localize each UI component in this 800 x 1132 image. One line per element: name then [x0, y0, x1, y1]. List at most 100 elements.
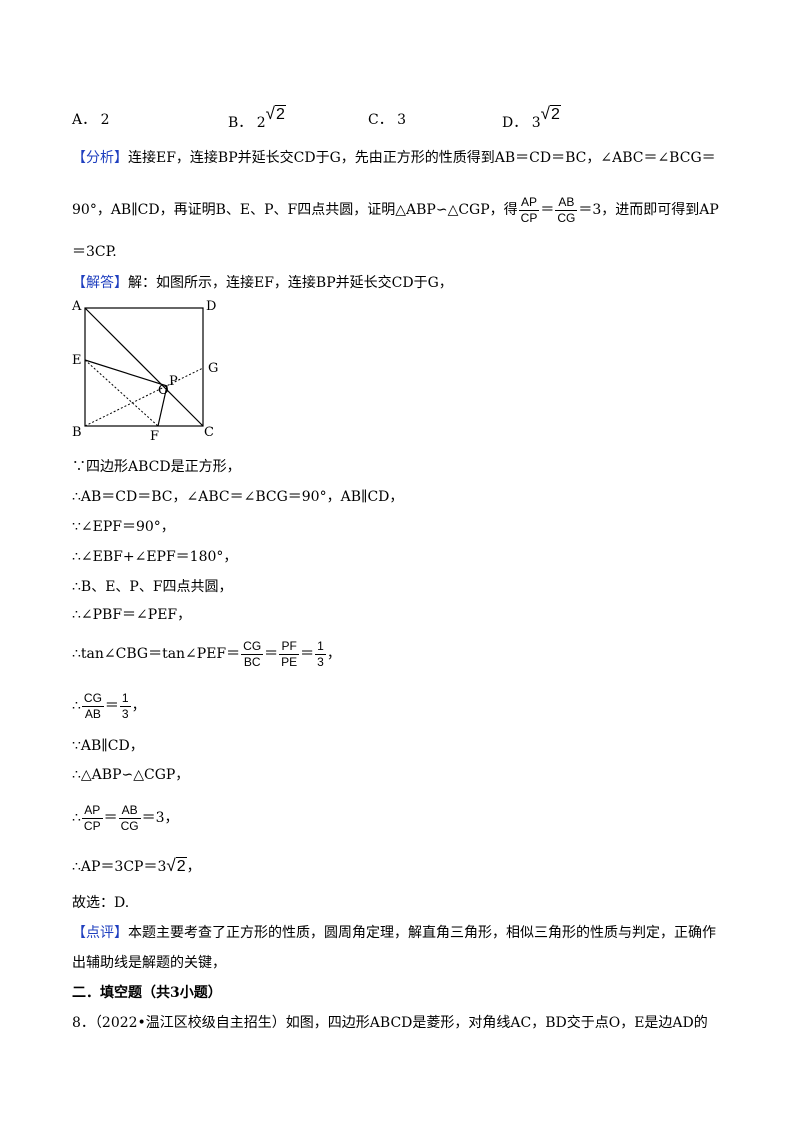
label-g: G — [208, 361, 218, 376]
solution-step-4: ∴∠EBF+∠EPF＝180°， — [72, 549, 238, 565]
denominator: CG — [557, 210, 576, 225]
sqrt-expression: √2 — [166, 856, 187, 875]
solution-text: 解：如图所示，连接EF，连接BP并延长交CD于G， — [128, 275, 453, 291]
option-a: A． 2 — [72, 110, 110, 130]
option-letter: D． — [502, 115, 528, 131]
option-letter: C． — [368, 112, 393, 128]
option-d: D． 3√2 — [502, 98, 561, 139]
numerator: 1 — [315, 638, 326, 655]
solution-text: ， — [131, 698, 146, 714]
square-abcd — [84, 307, 204, 427]
sqrt-expression: √2 — [265, 104, 286, 123]
solution-step-12: ∴AP＝3CP＝3√2， — [72, 852, 201, 881]
denominator: CP — [520, 210, 538, 225]
numerator: AB — [118, 803, 141, 819]
solution-text: ， — [326, 646, 341, 662]
radicand: 2 — [275, 105, 286, 123]
comment-text: 本题主要考查了正方形的性质，圆周角定理，解直角三角形，相似三角形的性质与判定，正… — [128, 925, 716, 941]
label-d: D — [206, 299, 216, 314]
label-p: P — [169, 374, 178, 389]
solution-step-1: ∵四边形ABCD是正方形， — [72, 459, 241, 475]
solution-step-6: ∴∠PBF＝∠PEF， — [72, 607, 192, 623]
analysis-text: ＝3CP. — [72, 244, 117, 260]
numerator: AP — [518, 195, 540, 211]
option-value: 2 — [100, 112, 110, 128]
radicand: 2 — [549, 105, 561, 123]
solution-step-5: ∴B、E、P、F四点共圆， — [72, 579, 233, 595]
label-a: A — [71, 299, 82, 314]
diagonal-ac — [84, 307, 204, 427]
analysis-line-1: 【分析】连接EF，连接BP并延长交CD于G，先由正方形的性质得到AB＝CD＝BC… — [72, 148, 716, 168]
analysis-tag: 【分析】 — [72, 150, 128, 166]
segment-bg — [84, 367, 204, 427]
option-letter: A． — [72, 112, 97, 128]
numerator: PF — [279, 639, 300, 655]
analysis-line-3: ＝3CP. — [72, 242, 117, 262]
option-b: B． 2√2 — [228, 98, 286, 139]
segment-ep — [84, 359, 168, 387]
question-8: 8．（2022•温江区校级自主招生）如图，四边形ABCD是菱形，对角线AC，BD… — [72, 1015, 708, 1031]
denominator: PE — [281, 654, 298, 669]
segment-ef — [84, 359, 159, 427]
denominator: BC — [243, 654, 261, 669]
solution-tag: 【解答】 — [72, 275, 128, 291]
solution-text: ， — [186, 859, 201, 875]
option-value: 2 — [256, 115, 266, 131]
comment-line-1: 【点评】本题主要考查了正方形的性质，圆周角定理，解直角三角形，相似三角形的性质与… — [72, 923, 716, 943]
section-heading: 二．填空题（共3小题） — [72, 985, 222, 1001]
solution-text: ∴tan∠CBG＝tan∠PEF＝ — [72, 646, 241, 662]
denominator: 3 — [317, 654, 324, 669]
comment-tag: 【点评】 — [72, 925, 128, 941]
label-f: F — [150, 429, 159, 444]
solution-step-3: ∵∠EPF＝90°， — [72, 519, 175, 535]
analysis-text: 连接EF，连接BP并延长交CD于G，先由正方形的性质得到AB＝CD＝BC，∠AB… — [128, 150, 716, 166]
option-value: 3 — [397, 112, 407, 128]
label-b: B — [72, 425, 82, 440]
solution-intro: 【解答】解：如图所示，连接EF，连接BP并延长交CD于G， — [72, 273, 453, 293]
option-c: C． 3 — [368, 110, 406, 130]
numerator: AB — [555, 195, 578, 211]
label-c: C — [204, 425, 214, 440]
sqrt-expression: √2 — [540, 104, 561, 123]
option-value: 3 — [531, 115, 541, 131]
segment-pf — [157, 385, 168, 427]
denominator: CP — [83, 818, 101, 833]
analysis-text: ＝3，进而即可得到AP — [578, 202, 719, 218]
numerator: CG — [241, 638, 264, 655]
numerator: 1 — [119, 690, 131, 707]
solution-text: ∴ — [72, 810, 81, 826]
label-e: E — [72, 353, 82, 368]
numerator: CG — [81, 690, 104, 707]
square-figure: A D E P G O B F C — [71, 299, 218, 444]
denominator: AB — [84, 706, 101, 721]
solution-text: ∴AP＝3CP＝3 — [72, 859, 167, 875]
analysis-text: 90°，AB∥CD，再证明B、E、P、F四点共圆，证明△ABP∽△CGP，得 — [72, 202, 518, 218]
solution-text: ∴ — [72, 698, 81, 714]
denominator: CG — [120, 818, 139, 833]
solution-step-10: ∴△ABP∽△CGP， — [72, 767, 190, 783]
radicand: 2 — [175, 857, 187, 875]
solution-choice: 故选：D. — [72, 895, 130, 911]
equals: ＝ — [540, 202, 555, 218]
label-o: O — [158, 383, 169, 398]
solution-text: ＝3， — [141, 810, 179, 826]
numerator: AP — [81, 803, 103, 819]
denominator: 3 — [121, 706, 129, 721]
option-letter: B． — [228, 115, 253, 131]
solution-step-9: ∵AB∥CD， — [72, 738, 144, 754]
solution-step-2: ∴AB＝CD＝BC，∠ABC＝∠BCG＝90°，AB∥CD， — [72, 489, 404, 505]
comment-line-2: 出辅助线是解题的关键， — [72, 955, 226, 971]
